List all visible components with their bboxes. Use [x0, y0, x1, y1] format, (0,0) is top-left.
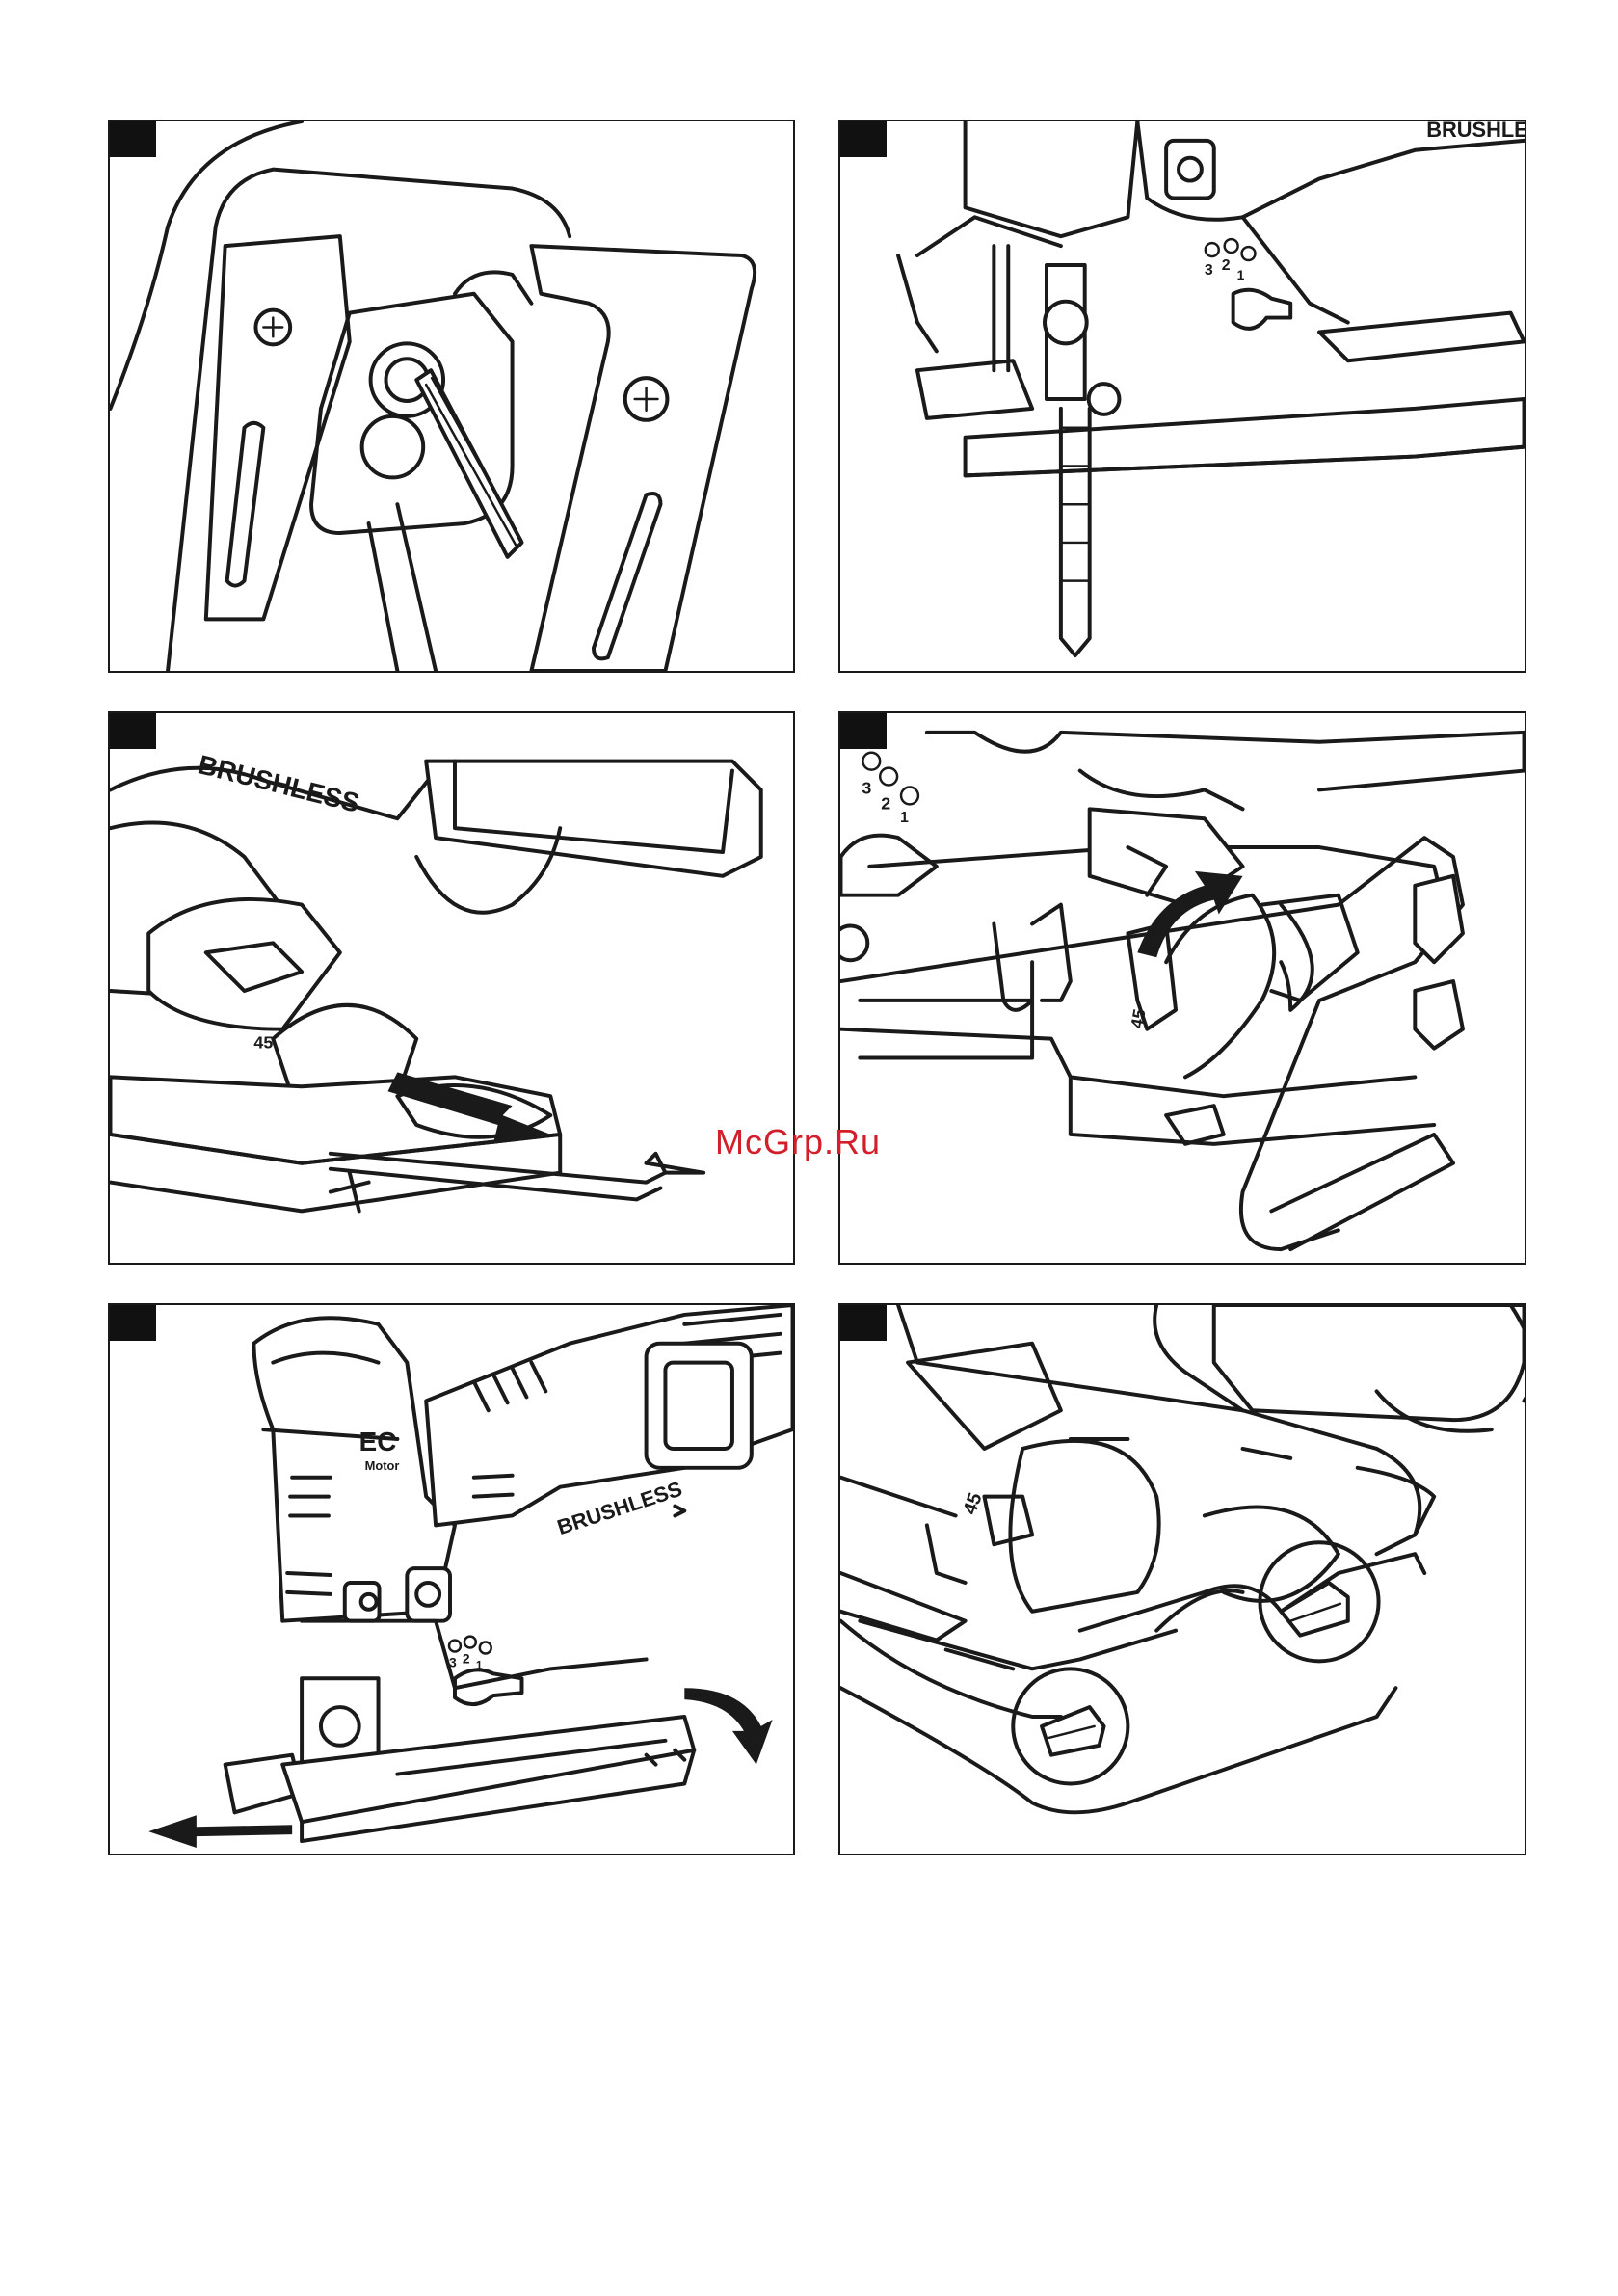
figure-panel-2: BRUSHLESS 3 2 1: [838, 120, 1526, 673]
base-slide-icon: EC Motor BRUSHLESS 3 2 1: [110, 1305, 793, 1854]
angle-label: 45: [1127, 1007, 1150, 1029]
speed-label-2: 2: [463, 1650, 470, 1666]
figure-panel-6: 45: [838, 1303, 1526, 1855]
figure-panel-1: [108, 120, 795, 673]
hex-key-icon: BRUSHLESS 45: [110, 713, 793, 1263]
speed-label-3: 3: [1205, 262, 1213, 279]
figure-panel-3: BRUSHLESS 45: [108, 711, 795, 1265]
speed-label-3: 3: [862, 778, 871, 797]
motor-label-ec: EC: [359, 1427, 397, 1456]
figure-panel-5: EC Motor BRUSHLESS 3 2 1: [108, 1303, 795, 1855]
motor-label-motor: Motor: [365, 1458, 400, 1473]
figure-panel-4: 3 2 1 45: [838, 711, 1526, 1265]
bevel-rotate-icon: 3 2 1 45: [840, 713, 1525, 1263]
base-clips-icon: 45: [840, 1305, 1525, 1854]
jigsaw-front-icon: BRUSHLESS 3 2 1: [840, 121, 1525, 671]
angle-label: 45: [253, 1033, 273, 1053]
watermark: McGrp.Ru: [715, 1122, 881, 1162]
blade-clamp-icon: [110, 121, 793, 671]
speed-label-1: 1: [1237, 267, 1245, 282]
brand-label: BRUSHLESS: [1426, 121, 1525, 142]
angle-label: 45: [960, 1490, 987, 1517]
speed-label-2: 2: [1222, 257, 1231, 274]
speed-label-2: 2: [881, 793, 890, 813]
speed-label-1: 1: [900, 810, 909, 826]
